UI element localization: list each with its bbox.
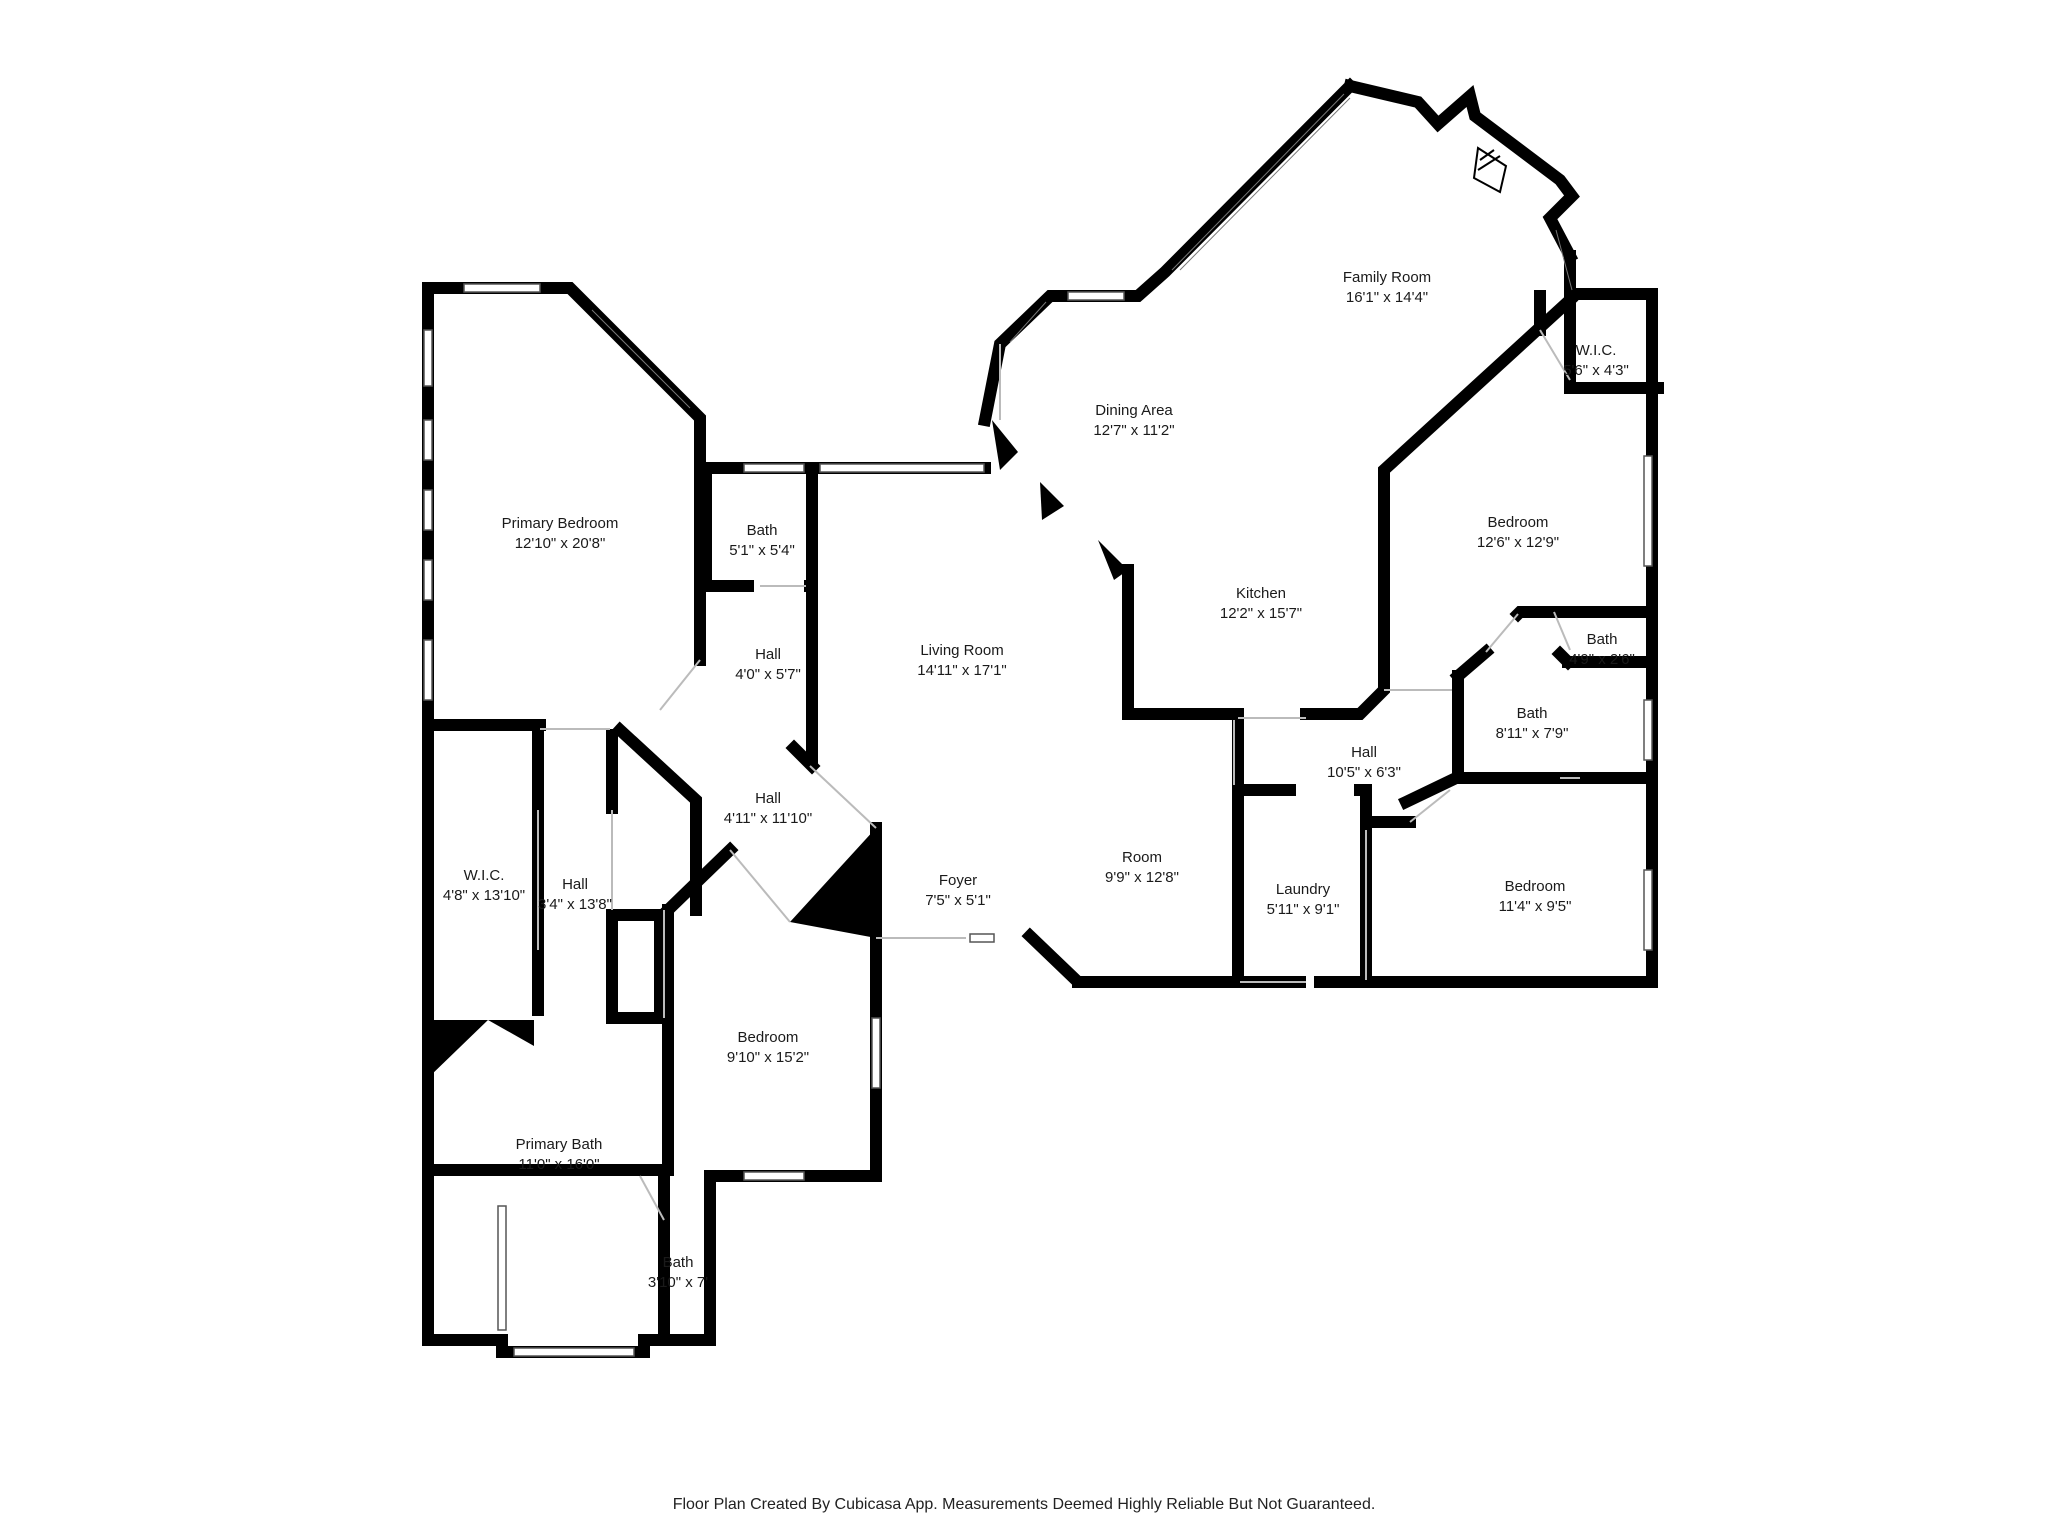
room-name: Primary Bedroom xyxy=(501,515,619,532)
windows xyxy=(423,93,1653,1357)
room-name: Hall xyxy=(755,790,781,807)
room-label-hall-upper: Hall 4'0" x 5'7" xyxy=(735,645,801,685)
disclaimer-footer: Floor Plan Created By Cubicasa App. Meas… xyxy=(672,1496,1376,1513)
room-label-foyer: Foyer 7'5" x 5'1" xyxy=(925,871,991,911)
room-name: Laundry xyxy=(1275,881,1331,898)
room-dimensions: 12'7" x 11'2" xyxy=(1093,422,1175,439)
room-dimensions: 14'11" x 17'1" xyxy=(917,662,1007,679)
room-label-laundry: Laundry 5'11" x 9'1" xyxy=(1267,880,1340,920)
room-name: Bedroom xyxy=(1487,514,1549,531)
room-dimensions: 3'4" x 13'8" xyxy=(538,896,612,913)
room-label-room: Room 9'9" x 12'8" xyxy=(1105,848,1179,888)
room-name: Hall xyxy=(1351,744,1377,761)
room-label-living-room: Living Room 14'11" x 17'1" xyxy=(917,641,1007,681)
room-dimensions: 16'1" x 14'4" xyxy=(1345,289,1429,306)
room-label-dining-area: Dining Area 12'7" x 11'2" xyxy=(1093,401,1174,441)
room-name: Bedroom xyxy=(737,1029,799,1046)
room-dimensions: 5'6" x 4'3" xyxy=(1563,362,1629,379)
room-label-bedroom-southeast: Bedroom 11'4" x 9'5" xyxy=(1499,877,1572,917)
room-dimensions: 11'4" x 9'5" xyxy=(1498,898,1572,915)
room-name: W.I.C. xyxy=(1575,342,1617,359)
room-dimensions: 8'11" x 7'9" xyxy=(1495,725,1569,742)
room-dimensions: 9'9" x 12'8" xyxy=(1105,869,1179,886)
room-name: Dining Area xyxy=(1095,402,1173,419)
room-name: Foyer xyxy=(938,872,978,889)
room-name: Hall xyxy=(755,646,781,663)
fireplace xyxy=(1472,146,1508,194)
room-name: Room xyxy=(1121,849,1162,866)
room-dimensions: 4'11" x 11'10" xyxy=(723,810,813,827)
room-label-bedroom-south: Bedroom 9'10" x 15'2" xyxy=(727,1028,809,1068)
room-dimensions: 5'11" x 9'1" xyxy=(1266,901,1340,918)
room-dimensions: 4'8" x 13'10" xyxy=(442,887,526,904)
room-label-primary-bath: Primary Bath 11'0" x 16'0" xyxy=(516,1135,603,1175)
solid-wall-masses xyxy=(428,420,1128,1078)
room-name: Primary Bath xyxy=(515,1136,603,1153)
room-dimensions: 11'0" x 16'0" xyxy=(518,1156,600,1173)
room-name: Bedroom xyxy=(1504,878,1566,895)
room-label-bath-upper: Bath 5'1" x 5'4" xyxy=(729,521,795,561)
room-name: Kitchen xyxy=(1235,585,1287,602)
room-label-hall-east: Hall 10'5" x 6'3" xyxy=(1327,743,1401,783)
room-dimensions: 3'10" x 7' xyxy=(647,1274,709,1291)
exterior-walls xyxy=(422,77,1658,1358)
room-label-hall-center: Hall 4'11" x 11'10" xyxy=(724,789,812,829)
room-name: Hall xyxy=(562,876,588,893)
room-dimensions: 10'5" x 6'3" xyxy=(1327,764,1401,781)
room-dimensions: 12'10" x 20'8" xyxy=(514,535,606,552)
room-dimensions: 5'1" x 5'4" xyxy=(729,542,795,559)
room-dimensions: 12'6" x 12'9" xyxy=(1476,534,1560,551)
room-label-bath-south: Bath 3'10" x 7' xyxy=(648,1253,708,1293)
room-name: Family Room xyxy=(1342,269,1432,286)
room-label-bedroom-east: Bedroom 12'6" x 12'9" xyxy=(1477,513,1559,553)
room-dimensions: 9'10" x 15'2" xyxy=(726,1049,810,1066)
room-label-wic-west: W.I.C. 4'8" x 13'10" xyxy=(443,866,525,906)
room-name: Bath xyxy=(1586,631,1618,648)
room-dimensions: 4'0" x 5'7" xyxy=(735,666,801,683)
room-label-hall-west: Hall 3'4" x 13'8" xyxy=(538,875,612,915)
room-label-primary-bedroom: Primary Bedroom 12'10" x 20'8" xyxy=(502,514,619,554)
room-label-bath-small-east: Bath 4'9" x 2'6" xyxy=(1569,630,1635,670)
room-dimensions: 12'2" x 15'7" xyxy=(1219,605,1303,622)
room-name: W.I.C. xyxy=(463,867,505,884)
room-name: Living Room xyxy=(920,642,1004,659)
room-label-kitchen: Kitchen 12'2" x 15'7" xyxy=(1220,584,1302,624)
doorways xyxy=(537,329,1580,1221)
room-label-family-room: Family Room 16'1" x 14'4" xyxy=(1343,268,1431,308)
room-dimensions: 4'9" x 2'6" xyxy=(1569,651,1635,668)
room-name: Bath xyxy=(662,1254,694,1271)
room-name: Bath xyxy=(746,522,778,539)
room-dimensions: 7'5" x 5'1" xyxy=(925,892,991,909)
room-name: Bath xyxy=(1516,705,1548,722)
room-label-wic-east: W.I.C. 5'6" x 4'3" xyxy=(1563,341,1629,381)
room-label-bath-east: Bath 8'11" x 7'9" xyxy=(1496,704,1569,744)
